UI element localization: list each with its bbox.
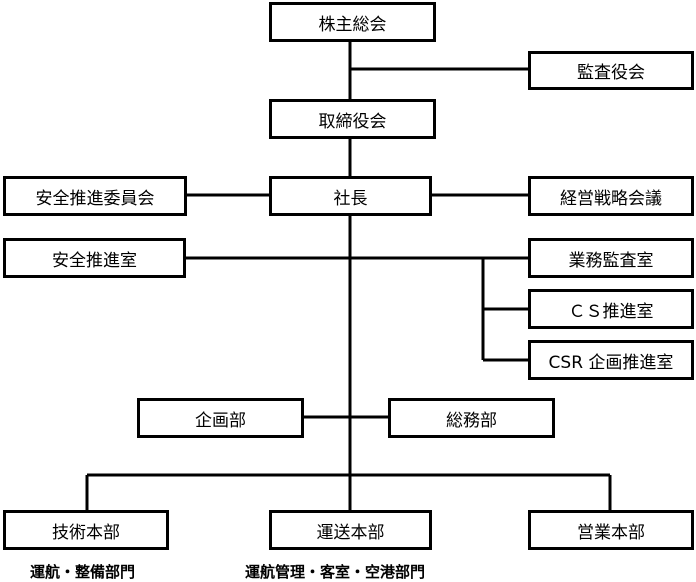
- engineering-hq-box: 技術本部: [3, 510, 169, 550]
- audit-office-label: 業務監査室: [568, 250, 654, 271]
- shareholders-meeting-box: 株主総会: [269, 2, 436, 42]
- safety-office-label: 安全推進室: [52, 250, 137, 271]
- operations-hq-note: 運航管理・客室・空港部門: [245, 563, 426, 581]
- engineering-hq-note: 運航・整備部門: [30, 563, 136, 581]
- board-box: 取締役会: [269, 99, 436, 139]
- board-label: 取締役会: [318, 111, 387, 132]
- safety-committee-box: 安全推進委員会: [3, 176, 187, 216]
- strategy-council-label: 経営戦略会議: [560, 188, 662, 209]
- audit-office-box: 業務監査室: [528, 238, 694, 278]
- sales-hq-label: 営業本部: [577, 522, 645, 543]
- safety-committee-label: 安全推進委員会: [35, 188, 155, 209]
- operations-hq-label: 運送本部: [316, 522, 385, 543]
- president-box: 社長: [269, 176, 432, 216]
- engineering-hq-label: 技術本部: [52, 522, 120, 543]
- safety-office-box: 安全推進室: [3, 238, 186, 278]
- planning-dept-label: 企画部: [195, 410, 246, 431]
- sales-hq-box: 営業本部: [528, 510, 694, 550]
- auditors-label: 監査役会: [577, 63, 645, 83]
- planning-dept-box: 企画部: [137, 398, 304, 438]
- cs-office-label: ＣＳ推進室: [568, 301, 654, 322]
- auditors-box: 監査役会: [528, 51, 694, 90]
- general-affairs-dept-box: 総務部: [388, 398, 555, 438]
- shareholders-meeting-label: 株主総会: [318, 14, 387, 35]
- csr-office-label: CSR 企画推進室: [548, 352, 674, 373]
- general-affairs-dept-label: 総務部: [446, 410, 497, 431]
- operations-hq-box: 運送本部: [269, 510, 432, 550]
- csr-office-box: CSR 企画推進室: [528, 340, 694, 380]
- cs-office-box: ＣＳ推進室: [528, 289, 694, 329]
- president-label: 社長: [333, 188, 368, 209]
- strategy-council-box: 経営戦略会議: [528, 176, 694, 216]
